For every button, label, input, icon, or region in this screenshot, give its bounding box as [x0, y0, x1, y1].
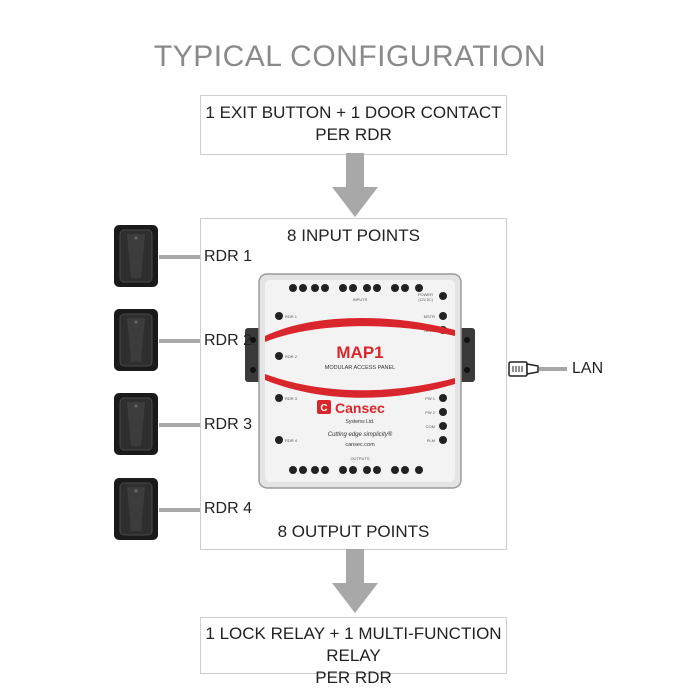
svg-text:RDR 1: RDR 1: [285, 314, 298, 319]
svg-text:cansec.com: cansec.com: [345, 442, 375, 448]
reader-2-label: RDR 2: [204, 332, 253, 349]
reader-3-icon: [114, 393, 158, 455]
svg-text:RDR 3: RDR 3: [285, 396, 298, 401]
output-points-label: 8 OUTPUT POINTS: [277, 522, 430, 541]
input-description-box: 1 EXIT BUTTON + 1 DOOR CONTACT PER RDR: [200, 95, 507, 155]
reader-1-icon: [114, 225, 158, 287]
svg-text:(12V DC): (12V DC): [418, 298, 433, 302]
reader-1-label: RDR 1: [204, 248, 253, 265]
input-description-line1: 1 EXIT BUTTON + 1 DOOR CONTACT: [205, 103, 502, 122]
svg-text:COM: COM: [426, 424, 435, 429]
svg-text:RDR 4: RDR 4: [285, 438, 298, 443]
svg-text:PLM: PLM: [427, 438, 435, 443]
output-description-line1: 1 LOCK RELAY + 1 MULTI-FUNCTION RELAY: [205, 624, 502, 665]
down-arrow-bottom: [332, 549, 378, 613]
output-terminals: [289, 466, 423, 474]
lan-connector-line: [539, 367, 567, 371]
right-mount-ear: [459, 328, 475, 382]
reader-4-icon: [114, 478, 158, 540]
reader-3-connector: [159, 423, 200, 427]
svg-text:C: C: [320, 403, 327, 414]
svg-text:INPUTS: INPUTS: [353, 297, 368, 302]
ethernet-plug-icon: [508, 361, 539, 377]
svg-text:RDR 2: RDR 2: [285, 354, 298, 359]
reader-4-connector: [159, 508, 200, 512]
cansec-logo-icon: [317, 400, 331, 414]
input-description-line2: PER RDR: [315, 125, 392, 144]
reader-4-label: RDR 4: [204, 500, 253, 517]
device-subtitle-text: MODULAR ACCESS PANEL: [325, 365, 396, 371]
svg-text:PW 2: PW 2: [425, 410, 436, 415]
output-description-line2: PER RDR: [315, 668, 392, 687]
input-points-label: 8 INPUT POINTS: [287, 226, 420, 245]
device-model-text: MAP1: [336, 343, 383, 362]
svg-text:PW 1: PW 1: [425, 396, 436, 401]
svg-text:MSTR: MSTR: [424, 314, 435, 319]
svg-text:POWER: POWER: [418, 292, 433, 297]
reader-2-icon: [114, 309, 158, 371]
svg-text:OUTPUTS: OUTPUTS: [350, 456, 369, 461]
input-terminals: [289, 284, 423, 292]
left-mount-ear: [245, 328, 261, 382]
output-description-box: 1 LOCK RELAY + 1 MULTI-FUNCTION RELAY PE…: [200, 617, 507, 687]
lan-label: LAN: [572, 360, 604, 377]
map1-panel-image: INPUTS POWER (12V DC) MSTR NEXT PW 1 PW …: [245, 273, 475, 489]
red-swoosh-bottom: [265, 374, 455, 398]
svg-text:Cutting edge simplicity®: Cutting edge simplicity®: [328, 431, 393, 438]
svg-text:Systems Ltd.: Systems Ltd.: [346, 419, 375, 425]
device-brand-text: Cansec: [335, 400, 385, 416]
reader-2-connector: [159, 339, 200, 343]
reader-1-connector: [159, 255, 200, 259]
down-arrow-top: [332, 153, 378, 217]
page-title: TYPICAL CONFIGURATION: [153, 40, 547, 73]
red-swoosh-top: [265, 317, 455, 342]
reader-3-label: RDR 3: [204, 416, 253, 433]
